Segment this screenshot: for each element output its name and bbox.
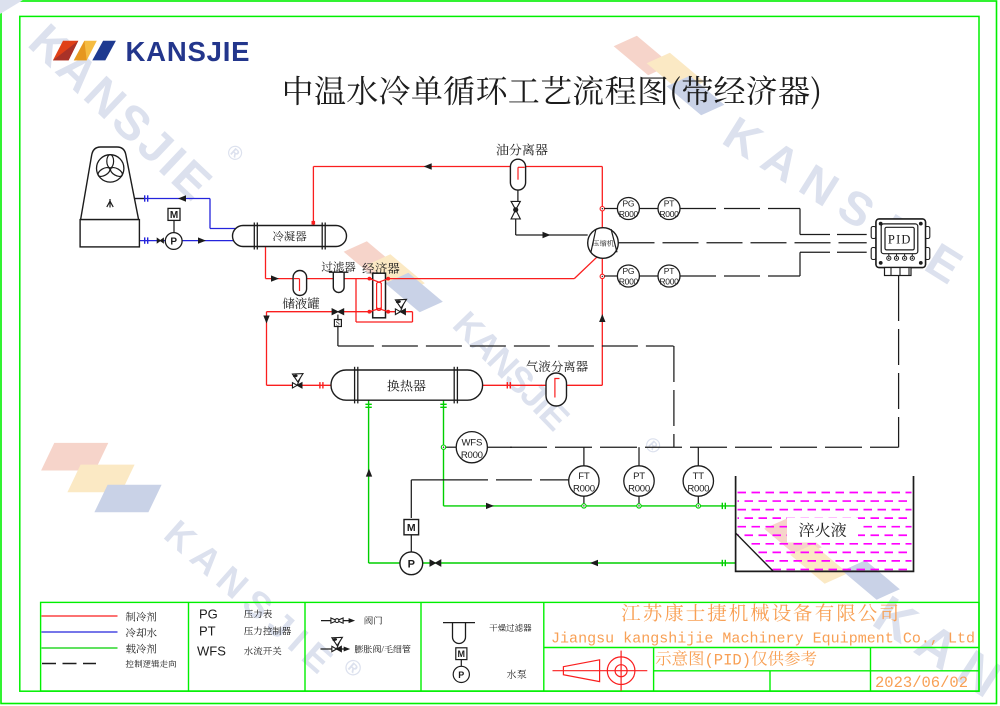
svg-text:M: M xyxy=(458,649,466,659)
svg-text:过滤器: 过滤器 xyxy=(321,259,356,275)
svg-text:2023/06/02: 2023/06/02 xyxy=(875,674,968,692)
svg-text:KANSJIE: KANSJIE xyxy=(157,512,346,686)
svg-text:换热器: 换热器 xyxy=(387,375,426,394)
svg-text:中温水冷单循环工艺流程图(带经济器): 中温水冷单循环工艺流程图(带经济器) xyxy=(282,67,823,113)
svg-text:KANSJIE: KANSJIE xyxy=(715,106,981,300)
svg-text:储液罐: 储液罐 xyxy=(282,294,320,312)
svg-text:压力控制器: 压力控制器 xyxy=(243,623,292,637)
svg-text:R000: R000 xyxy=(619,209,639,219)
svg-text:PT: PT xyxy=(199,623,216,638)
svg-text:PT: PT xyxy=(664,266,674,276)
svg-text:FT: FT xyxy=(578,471,590,482)
svg-text:制冷剂: 制冷剂 xyxy=(126,609,158,624)
svg-text:R000: R000 xyxy=(687,484,709,495)
svg-text:淬火液: 淬火液 xyxy=(798,518,846,541)
svg-text:经济器: 经济器 xyxy=(362,259,400,277)
svg-text:PT: PT xyxy=(664,199,674,209)
svg-text:油分离器: 油分离器 xyxy=(496,140,548,159)
svg-text:M: M xyxy=(170,210,178,221)
svg-text:R000: R000 xyxy=(619,276,639,286)
svg-text:PG: PG xyxy=(622,199,634,209)
svg-text:S: S xyxy=(336,320,340,328)
svg-text:压缩机: 压缩机 xyxy=(592,239,614,249)
svg-text:PT: PT xyxy=(633,471,645,482)
svg-text:R000: R000 xyxy=(628,484,650,495)
svg-text:PG: PG xyxy=(199,606,218,621)
svg-text:膨胀阀/毛细管: 膨胀阀/毛细管 xyxy=(354,642,411,655)
svg-text:WFS: WFS xyxy=(197,644,226,659)
svg-text:KANSJIE: KANSJIE xyxy=(126,36,251,67)
svg-text:R000: R000 xyxy=(573,484,595,495)
svg-text:P: P xyxy=(170,237,177,248)
svg-text:干燥过滤器: 干燥过滤器 xyxy=(489,622,532,634)
svg-text:水流开关: 水流开关 xyxy=(244,644,283,658)
svg-text:®: ® xyxy=(222,140,248,166)
svg-text:R000: R000 xyxy=(659,209,679,219)
svg-text:控制逻辑走向: 控制逻辑走向 xyxy=(126,658,178,670)
svg-text:M: M xyxy=(407,522,416,534)
svg-text:气液分离器: 气液分离器 xyxy=(526,357,589,375)
svg-text:阀门: 阀门 xyxy=(364,613,383,627)
svg-text:P: P xyxy=(408,559,415,571)
svg-text:PID: PID xyxy=(888,233,912,247)
svg-text:PG: PG xyxy=(622,266,634,276)
svg-text:R000: R000 xyxy=(461,450,483,461)
svg-text:水泵: 水泵 xyxy=(506,666,527,681)
svg-text:R000: R000 xyxy=(659,276,679,286)
svg-text:压力表: 压力表 xyxy=(243,606,273,620)
svg-text:冷却水: 冷却水 xyxy=(126,625,158,640)
svg-text:®: ® xyxy=(639,433,665,459)
svg-text:Jiangsu kangshijie Machinery E: Jiangsu kangshijie Machinery Equipment C… xyxy=(551,631,975,648)
svg-text:TT: TT xyxy=(693,471,705,482)
svg-text:P: P xyxy=(458,670,464,680)
svg-text:WFS: WFS xyxy=(461,437,482,448)
svg-text:示意图(PID)仅供参考: 示意图(PID)仅供参考 xyxy=(655,646,817,670)
svg-text:冷凝器: 冷凝器 xyxy=(272,228,307,244)
svg-text:江苏康士捷机械设备有限公司: 江苏康士捷机械设备有限公司 xyxy=(621,598,901,626)
svg-text:载冷剂: 载冷剂 xyxy=(126,641,158,656)
